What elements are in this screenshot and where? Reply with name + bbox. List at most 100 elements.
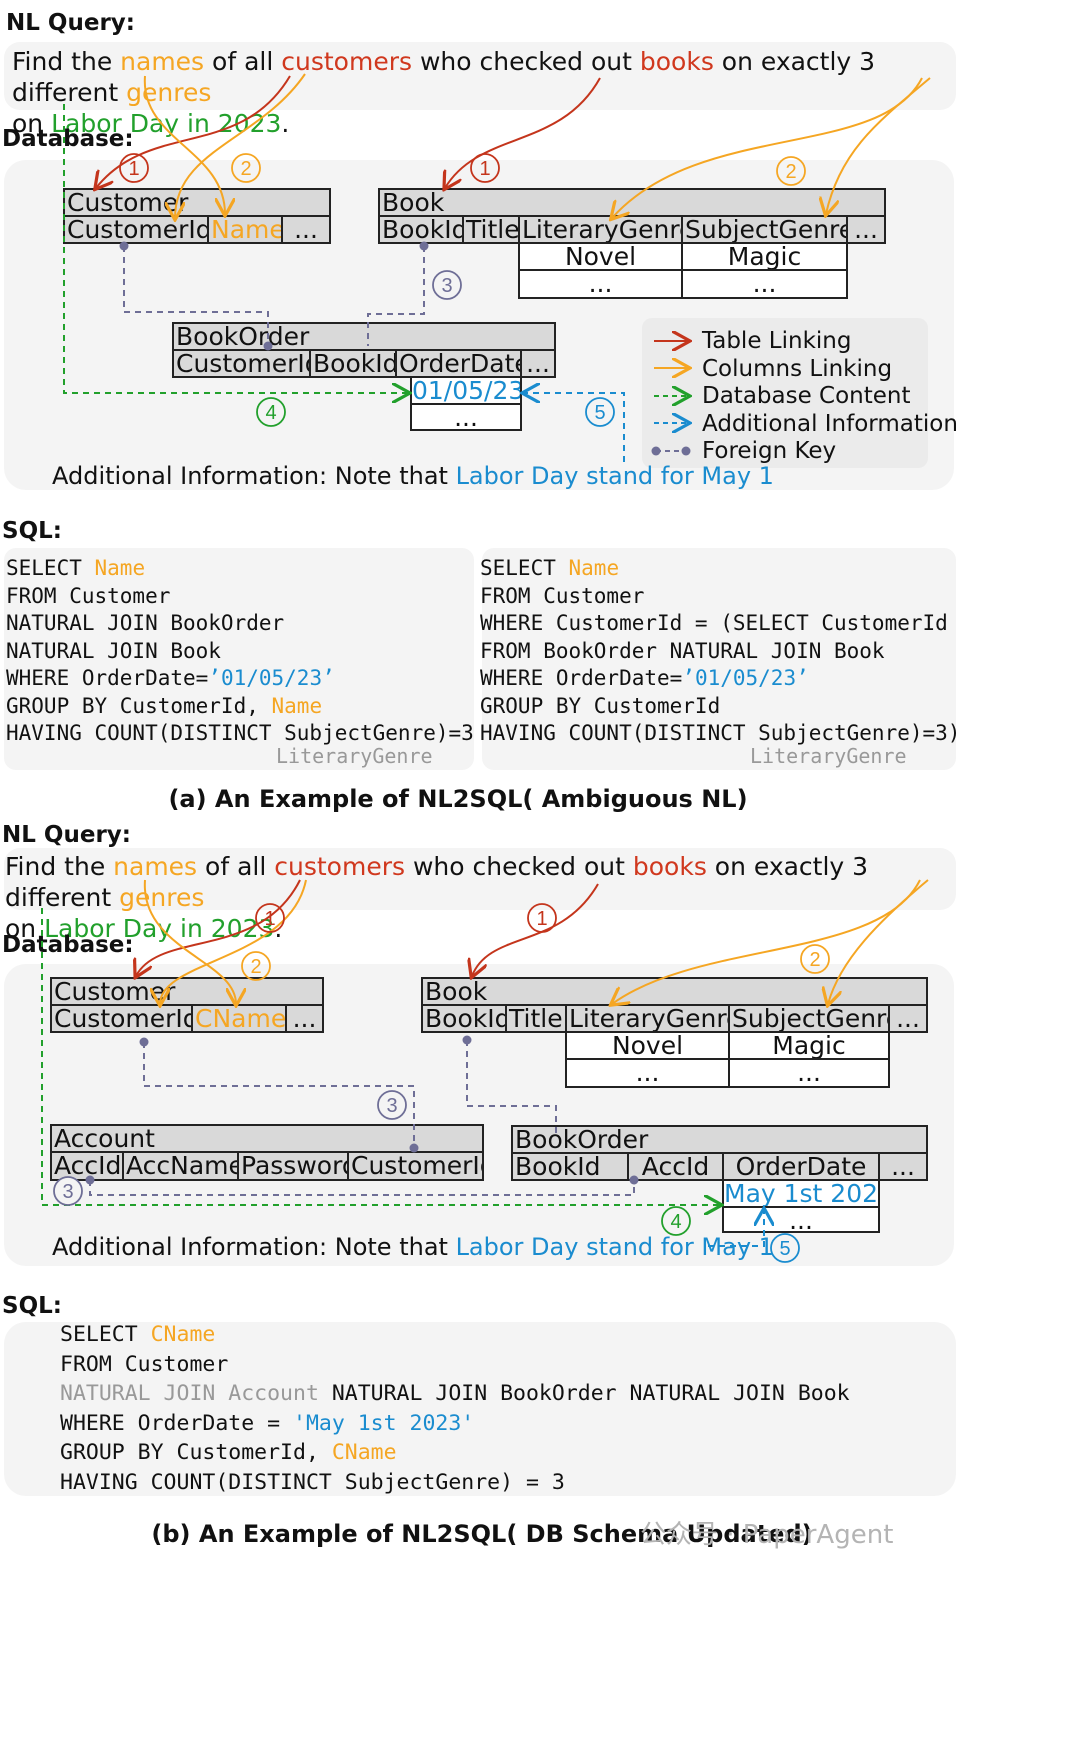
column-customerid: CustomerId	[50, 1004, 193, 1033]
query-word-names: names	[113, 852, 198, 881]
marker-2-customer-a: 2	[240, 158, 251, 180]
column-link-genres-b-2	[828, 879, 929, 1004]
additional-info-link-b	[708, 1210, 764, 1247]
foreign-key-bookid-a	[367, 246, 425, 346]
query-word-books: books	[639, 47, 714, 76]
marker-5-a: 5	[594, 402, 605, 424]
legend-foreign-key: Foreign Key	[702, 438, 837, 464]
foreign-key-accid-b	[89, 1180, 635, 1196]
cell-ellipsis: ...	[728, 1058, 890, 1088]
sql-code-right: SELECT Name FROM Customer WHERE Customer…	[480, 556, 961, 745]
column-bookid: BookId	[421, 1004, 507, 1033]
caption-b: (b) An Example of NL2SQL( DB Schema Upda…	[151, 1520, 813, 1548]
additional-information-b: Additional Information: Note that Labor …	[52, 1233, 774, 1261]
marker-5-b: 5	[779, 1238, 790, 1260]
column-link-names-a-2	[175, 73, 306, 218]
column-ellipsis: ...	[281, 215, 331, 244]
column-link-names-b-2	[160, 879, 307, 1004]
column-literarygenre: LiteraryGenre	[565, 1004, 730, 1033]
table-link-customers-a	[96, 75, 291, 188]
column-subjectgenre: SubjectGenre	[728, 1004, 890, 1033]
legend-columns-linking: Columns Linking	[702, 356, 893, 382]
database-label-b: Database:	[2, 932, 134, 958]
column-bookid: BookId	[309, 349, 397, 378]
foreign-key-bookid-b	[466, 1040, 557, 1138]
marker-1-customer-a: 1	[128, 158, 139, 180]
db-content-link-b	[41, 908, 720, 1205]
database-label-a: Database:	[2, 126, 134, 152]
query-word-customers: customers	[274, 852, 405, 881]
query-word-genres: genres	[119, 883, 205, 912]
column-bookid: BookId	[511, 1152, 629, 1181]
marker-3-customerid-b: 3	[386, 1095, 397, 1117]
nl-query-text-a: Find the names of all customers who chec…	[12, 47, 876, 138]
cell-ellipsis: ...	[681, 269, 848, 299]
sql-label-a: SQL:	[2, 518, 62, 544]
sql-code-left: SELECT Name FROM Customer NATURAL JOIN B…	[6, 556, 474, 745]
column-link-genres-a	[612, 77, 923, 218]
column-subjectgenre: SubjectGenre	[681, 215, 848, 244]
additional-information-a: Additional Information: Note that Labor …	[52, 462, 774, 490]
sql-panel-left	[4, 548, 474, 770]
marker-3-accid-b: 3	[62, 1181, 73, 1203]
sql-code-b: SELECT CName FROM Customer NATURAL JOIN …	[60, 1322, 850, 1495]
db-content-link-a	[63, 104, 408, 393]
sql-alt-literarygenre-right: LiteraryGenre	[750, 744, 907, 768]
table-book-header: Book	[421, 977, 928, 1006]
marker-1-book-b: 1	[536, 908, 547, 930]
query-word-labor-day: Labor Day in 2023	[51, 109, 282, 138]
cell-ellipsis: ...	[410, 403, 522, 431]
query-word-customers: customers	[281, 47, 412, 76]
column-title: Title	[462, 215, 520, 244]
column-link-names-a	[143, 75, 225, 214]
query-word-names: names	[120, 47, 205, 76]
marker-2-customer-b: 2	[250, 956, 261, 978]
cell-ellipsis: ...	[722, 1206, 880, 1233]
query-word-labor-day: Labor Day in 2023	[44, 914, 275, 943]
caption-a: (a) An Example of NL2SQL( Ambiguous NL)	[168, 785, 748, 813]
cell-magic: Magic	[681, 242, 848, 271]
column-name: Name	[207, 215, 283, 244]
marker-1-customer-b: 1	[264, 908, 275, 930]
column-link-genres-a-2	[826, 77, 931, 214]
table-link-books-b	[472, 883, 599, 976]
foreign-key-customerid-a	[123, 246, 269, 346]
watermark: 公众号 · PaperAgent	[640, 1520, 894, 1550]
sql-panel-right	[482, 548, 956, 770]
column-customerid: CustomerId	[172, 349, 311, 378]
column-link-names-b	[143, 879, 236, 1004]
column-link-genres-b	[612, 879, 921, 1004]
column-ellipsis: ...	[878, 1152, 928, 1181]
legend-table-linking: Table Linking	[702, 328, 852, 354]
marker-2-book-a: 2	[785, 161, 796, 183]
column-ellipsis: ...	[888, 1004, 928, 1033]
sql-alt-literarygenre-left: LiteraryGenre	[276, 744, 433, 768]
nl-query-panel-a	[4, 42, 956, 110]
cell-ellipsis: ...	[565, 1058, 730, 1088]
legend-database-content: Database Content	[702, 383, 911, 409]
query-word-genres: genres	[126, 78, 212, 107]
nl-query-label-b: NL Query:	[2, 822, 131, 848]
nl-query-panel-b	[4, 848, 956, 910]
query-word-books: books	[632, 852, 707, 881]
table-link-customers-b	[136, 879, 301, 976]
additional-info-link-a	[524, 393, 625, 462]
column-title: Title	[505, 1004, 567, 1033]
fk-dot	[119, 241, 129, 251]
marker-3-a: 3	[441, 275, 452, 297]
fk-dot	[419, 241, 429, 251]
table-bookorder-header: BookOrder	[172, 322, 556, 351]
table-link-books-a	[445, 77, 601, 188]
legend-additional-information: Additional Information	[702, 411, 958, 437]
column-cname: CName	[191, 1004, 287, 1033]
column-ellipsis: ...	[520, 349, 556, 378]
sql-label-b: SQL:	[2, 1293, 62, 1319]
nl-query-text-b: Find the names of all customers who chec…	[5, 852, 869, 943]
foreign-key-customerid-b	[143, 1042, 415, 1148]
marker-2-book-b: 2	[809, 949, 820, 971]
column-password: Password	[237, 1151, 349, 1181]
sql-panel-b	[4, 1322, 956, 1496]
column-ellipsis: ...	[846, 215, 886, 244]
marker-4-b: 4	[670, 1211, 681, 1233]
